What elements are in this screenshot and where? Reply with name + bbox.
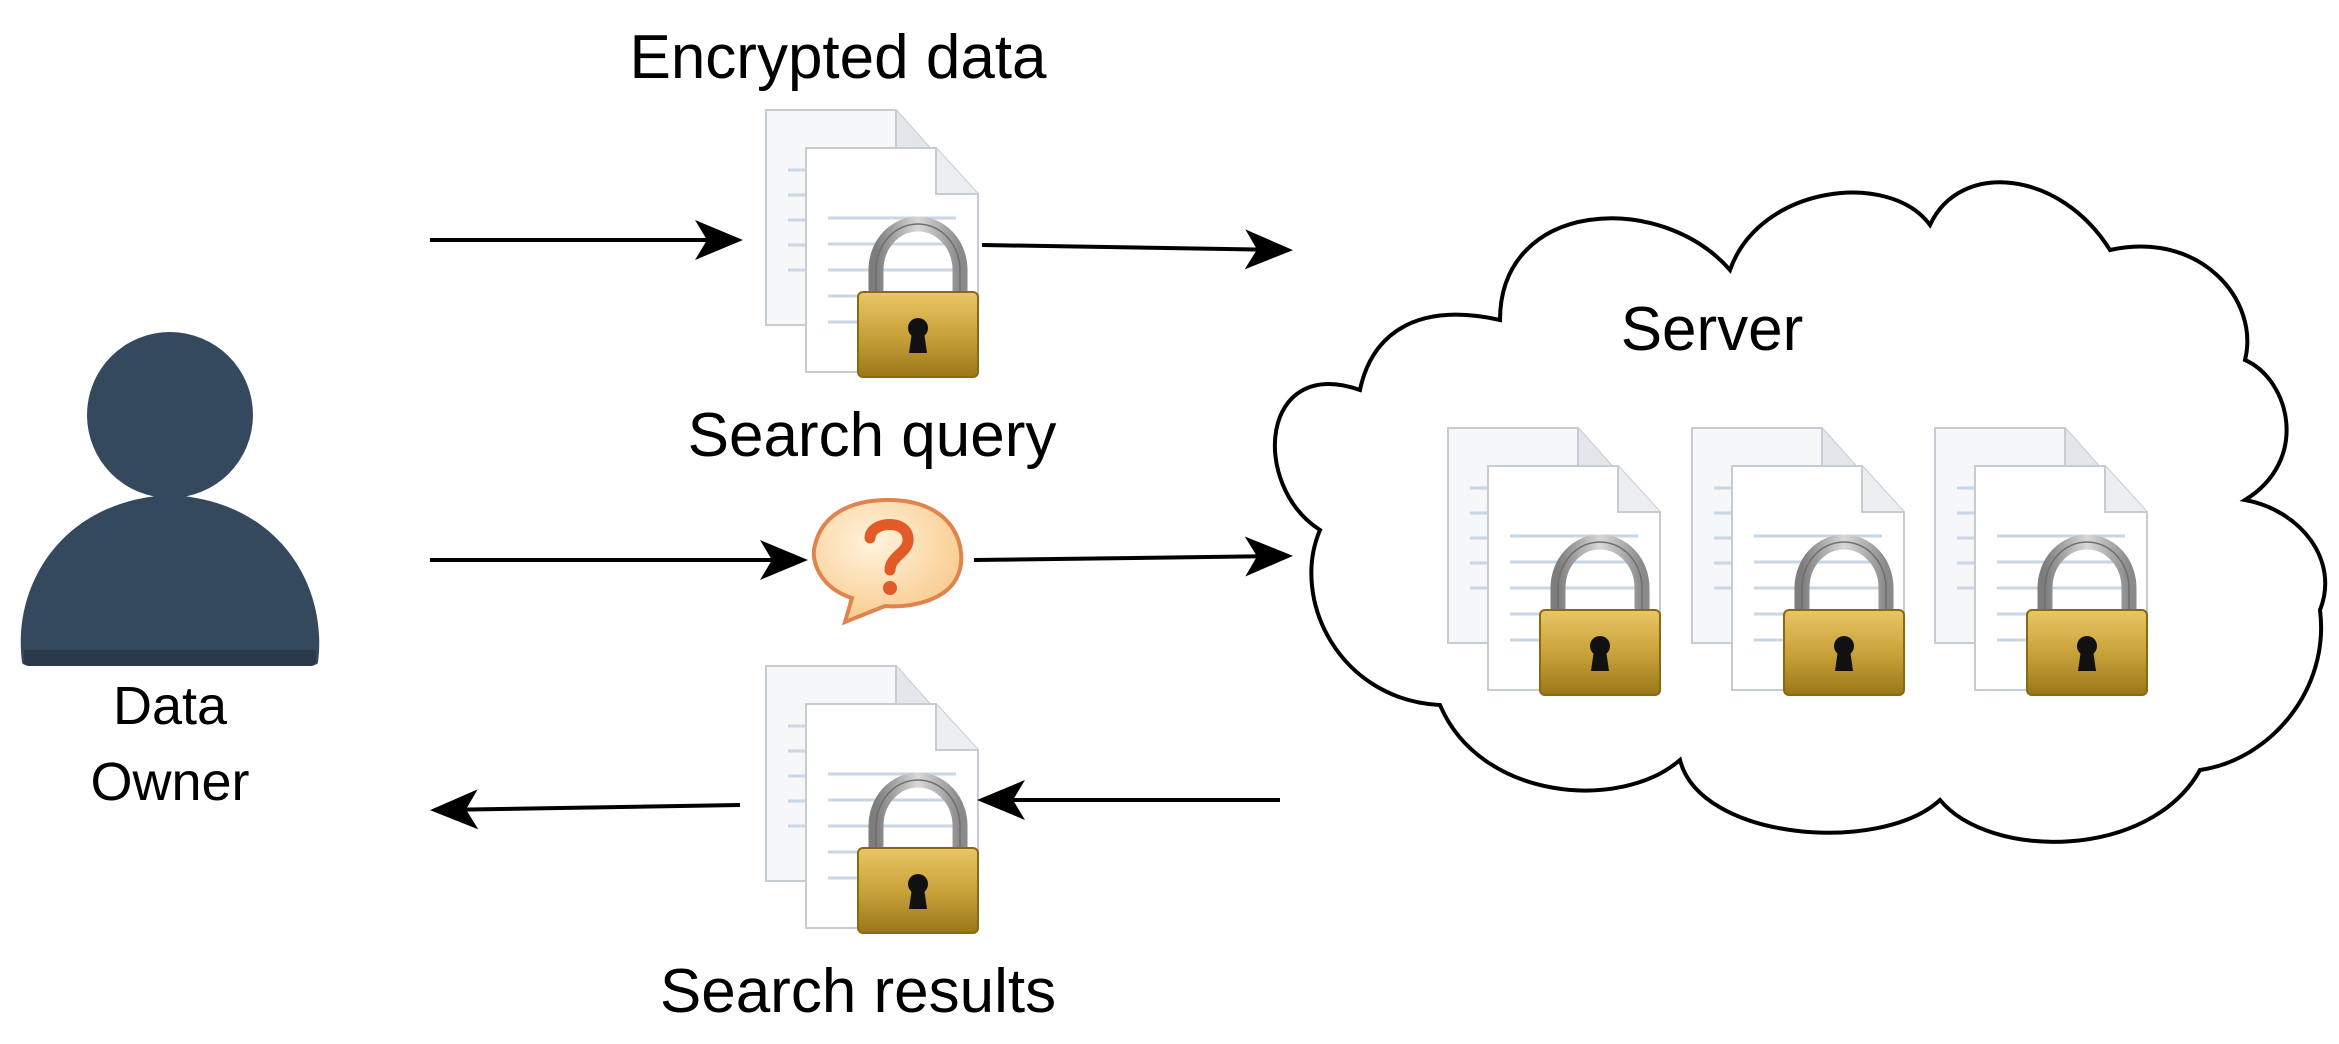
server-label: Server — [1621, 295, 1804, 364]
encrypted-document-icon — [766, 110, 978, 377]
arrow-results-to-owner — [430, 789, 741, 830]
arrow-encrypted-data-to-server — [981, 229, 1293, 270]
data-owner-person-icon — [20, 332, 320, 666]
arrow-query-to-server — [973, 536, 1293, 577]
search-results-document-icon — [766, 666, 978, 933]
question-bubble-icon — [811, 497, 964, 626]
search-results-label: Search results — [660, 957, 1056, 1026]
search-query-label: Search query — [688, 401, 1057, 470]
owner-label-line1: Data — [113, 676, 228, 736]
encrypted-data-label: Encrypted data — [629, 23, 1047, 92]
owner-label-line2: Owner — [90, 752, 249, 812]
